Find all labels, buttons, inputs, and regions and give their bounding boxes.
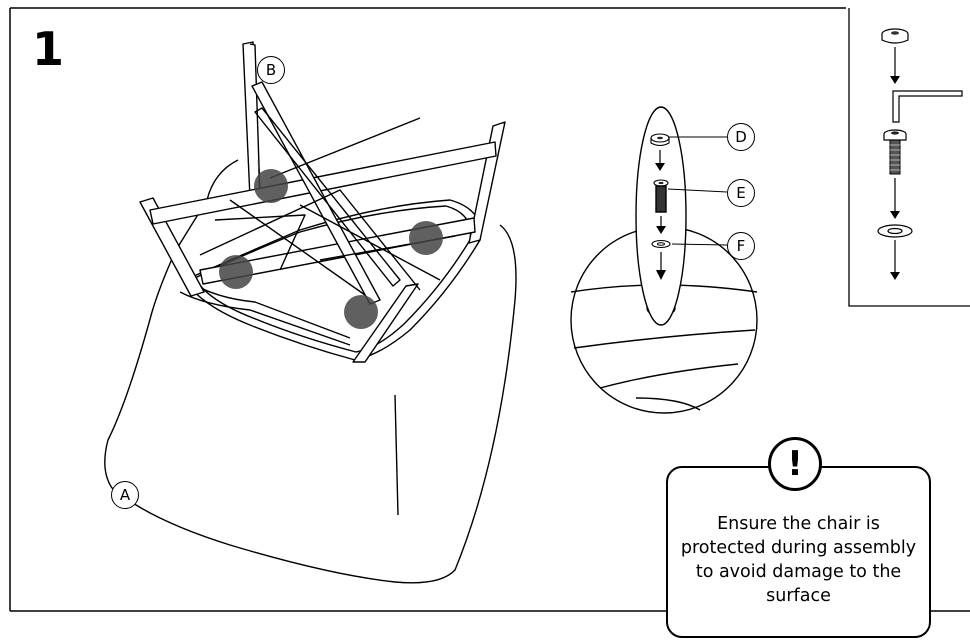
- frame: [9, 7, 970, 612]
- cap-icon: [881, 28, 909, 44]
- washer-icon: [877, 224, 913, 238]
- bolt-icon: [883, 129, 907, 175]
- chair-seat-shell: [104, 159, 517, 584]
- callout-part-b: B: [257, 56, 285, 84]
- chair-frame: [139, 41, 506, 363]
- callout-part-f: F: [727, 232, 755, 260]
- detail-magnifier: [570, 106, 758, 414]
- callout-part-d: D: [727, 123, 755, 151]
- callout-part-a: A: [111, 481, 139, 509]
- warning-box: Ensure the chair is protected during ass…: [666, 466, 931, 638]
- step-number: 1: [32, 22, 65, 76]
- bolt-positions: [219, 169, 443, 329]
- exclamation-icon: !: [768, 437, 822, 491]
- callout-part-e: E: [727, 179, 755, 207]
- hardware-panel: [848, 8, 970, 307]
- warning-text: Ensure the chair is protected during ass…: [680, 514, 917, 606]
- allen-key-icon: [892, 90, 963, 123]
